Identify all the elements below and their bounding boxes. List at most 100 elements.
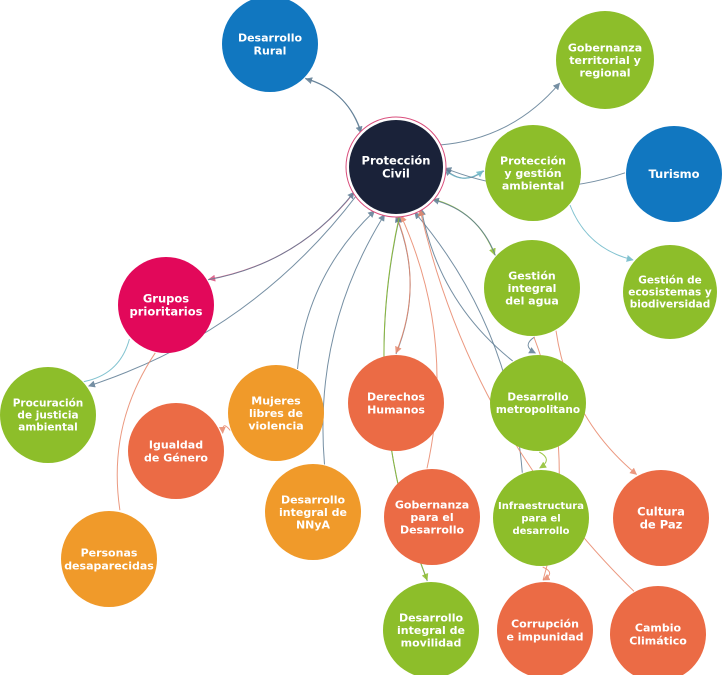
- node-label-line: ambiental: [18, 422, 77, 434]
- node-circle-derechos-humanos: [348, 355, 444, 451]
- edge-proteccion-civil-to-grupos-prioritarios: [208, 191, 356, 282]
- node-label-line: desaparecidas: [64, 559, 154, 572]
- node-label-line: Gestión: [508, 269, 555, 282]
- node-label-line: para el: [410, 511, 453, 524]
- node-circle-gestion-ecosistemas: [623, 245, 717, 339]
- edge-proteccion-gestion-ambiental-to-gestion-ecosistemas: [569, 204, 634, 262]
- node-circle-cambio-climatico: [610, 586, 706, 675]
- node-label-line: Desarrollo: [399, 611, 464, 624]
- node-label-line: Protección: [500, 154, 566, 167]
- node-label-line: integral de: [397, 624, 465, 637]
- edge-grupos-prioritarios-to-proteccion-civil: [207, 191, 355, 281]
- node-label-line: y gestión: [504, 167, 561, 180]
- node-label-line: para el: [521, 514, 560, 525]
- node-label-line: Desarrollo: [507, 391, 568, 403]
- node-circle-gestion-agua: [484, 240, 580, 336]
- edge-desarrollo-metropolitano-to-proteccion-civil: [419, 208, 514, 362]
- node-label-turismo: Turismo: [648, 167, 699, 181]
- node-label-line: Procuración: [13, 398, 84, 410]
- node-label-line: desarrollo: [512, 526, 569, 537]
- edge-grupos-prioritarios-to-personas-desaparecidas: [116, 352, 156, 511]
- node-label-line: Humanos: [367, 403, 425, 416]
- node-circle-turismo: [626, 126, 722, 222]
- node-label-line: ambiental: [502, 179, 564, 192]
- edge-proteccion-civil-to-desarrollo-rural: [305, 77, 363, 134]
- node-label-line: integral de: [279, 506, 347, 519]
- node-label-line: Igualdad: [149, 438, 203, 451]
- node-circle-corrupcion: [497, 582, 593, 675]
- node-label-line: NNyA: [296, 518, 331, 531]
- node-label-line: Cambio: [635, 621, 682, 634]
- node-label-line: Infraestructura: [498, 501, 584, 512]
- node-label-line: movilidad: [401, 636, 462, 649]
- node-circle-gobernanza-territorial: [556, 11, 654, 109]
- edge-desarrollo-nnya-to-proteccion-civil: [322, 214, 385, 465]
- node-label-line: Personas: [81, 546, 138, 559]
- node-label-line: prioritarios: [130, 305, 203, 319]
- edge-gestion-agua-to-desarrollo-metropolitano: [527, 336, 537, 354]
- node-circle-desarrollo-rural: [222, 0, 318, 92]
- edge-desarrollo-metropolitano-to-infraestructura: [539, 451, 547, 469]
- node-label-line: Corrupción: [511, 617, 579, 630]
- node-label-line: Desarrollo: [281, 493, 346, 506]
- node-label-line: Civil: [382, 167, 410, 181]
- node-label-line: Climático: [629, 634, 687, 647]
- node-label-line: Gestión de: [638, 275, 702, 287]
- edge-gestion-agua-to-proteccion-civil: [431, 197, 496, 256]
- node-label-line: libres de: [249, 407, 303, 420]
- edge-proteccion-civil-to-gobernanza-territorial: [438, 82, 561, 146]
- edge-mujeres-libres-to-proteccion-civil: [297, 210, 376, 370]
- node-circle-cultura-paz: [613, 470, 709, 566]
- node-label-line: Turismo: [648, 167, 699, 181]
- node-label-line: Derechos: [367, 390, 425, 403]
- node-circle-desarrollo-nnya: [265, 464, 361, 560]
- node-circle-proteccion-civil: [349, 120, 443, 214]
- node-circle-infraestructura: [493, 470, 589, 566]
- node-label-line: ecosistemas y: [628, 287, 712, 299]
- node-label-line: de justicia: [17, 410, 78, 422]
- node-label-line: Mujeres: [251, 394, 301, 407]
- node-label-line: Protección: [362, 154, 431, 168]
- node-label-line: de Paz: [640, 518, 683, 532]
- node-circle-desarrollo-metropolitano: [490, 355, 586, 451]
- edge-mujeres-libres-to-igualdad-genero: [218, 425, 231, 434]
- node-label-line: regional: [579, 66, 630, 79]
- node-circle-proteccion-gestion-ambiental: [485, 125, 581, 221]
- node-circle-procuracion-justicia: [0, 367, 96, 463]
- node-label-line: e impunidad: [507, 630, 584, 643]
- node-circle-igualdad-genero: [128, 403, 224, 499]
